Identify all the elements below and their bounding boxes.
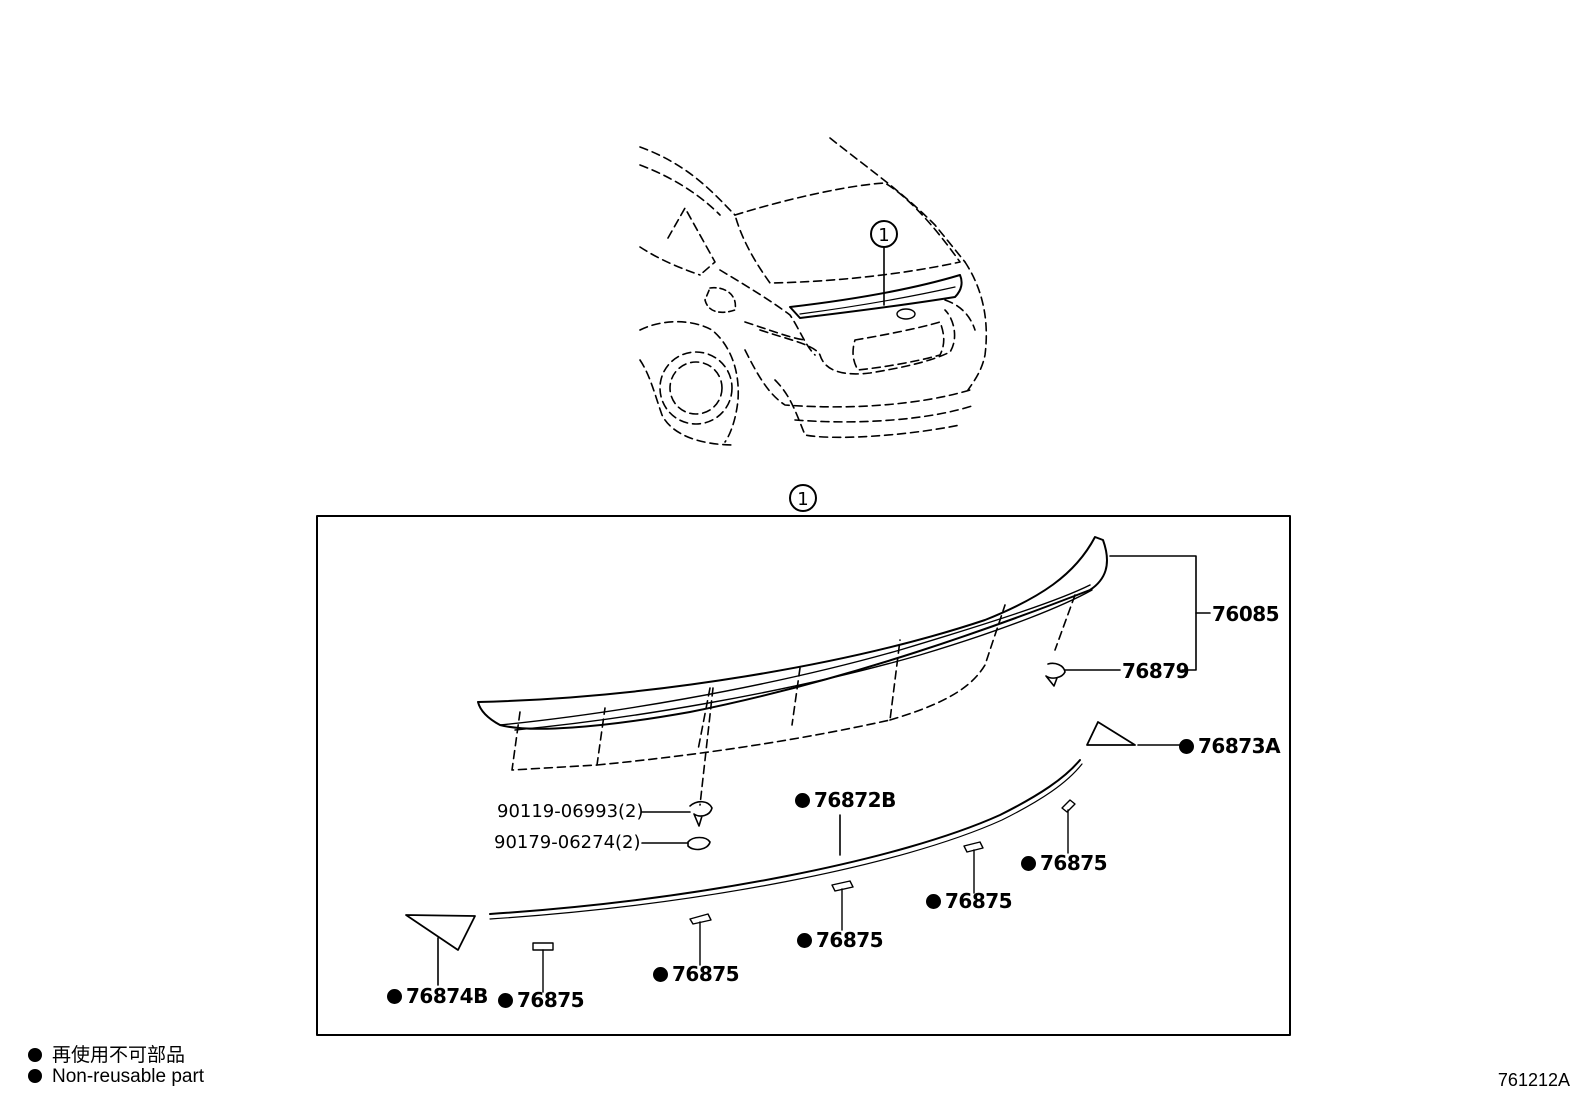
callout-1-car-label: 1 (878, 225, 890, 246)
triangle-76873A (1086, 721, 1181, 746)
part-label-76875-b[interactable]: 76875 (653, 964, 740, 984)
part-label-76879[interactable]: 76879 (1122, 659, 1190, 683)
clips-76875 (532, 799, 1076, 993)
callout-1-detail: 1 (789, 484, 817, 512)
part-label-76874B[interactable]: 76874B (387, 986, 488, 1006)
part-label-76875-d[interactable]: 76875 (926, 891, 1013, 911)
part-label-76872B[interactable]: 76872B (795, 790, 896, 810)
non-reusable-dot-icon (28, 1069, 42, 1083)
part-label-76873A[interactable]: 76873A (1179, 736, 1281, 756)
non-reusable-dot-icon (28, 1048, 42, 1062)
fasteners-9011x (641, 800, 713, 851)
non-reusable-dot-icon (498, 993, 513, 1008)
non-reusable-dot-icon (926, 894, 941, 909)
non-reusable-dot-icon (797, 933, 812, 948)
car-rear-illustration (639, 137, 988, 446)
part-label-90119-06993[interactable]: 90119-06993(2) (497, 801, 644, 822)
part-label-76875-a[interactable]: 76875 (498, 990, 585, 1010)
detail-frame (316, 515, 1291, 1036)
legend-japanese: 再使用不可部品 (28, 1040, 185, 1067)
legend-english: Non-reusable part (28, 1066, 204, 1088)
non-reusable-dot-icon (1021, 856, 1036, 871)
part-label-90179-06274[interactable]: 90179-06274(2) (494, 832, 641, 853)
callout-1-car: 1 (870, 220, 898, 248)
non-reusable-dot-icon (387, 989, 402, 1004)
non-reusable-dot-icon (795, 793, 810, 808)
part-label-76085[interactable]: 76085 (1212, 602, 1280, 626)
spoiler-76085 (477, 536, 1211, 806)
triangle-76874B (405, 914, 476, 986)
non-reusable-dot-icon (1179, 739, 1194, 754)
moulding-76872B (489, 759, 1083, 920)
diagram-reference-code: 761212A (1497, 1070, 1570, 1090)
part-label-76875-c[interactable]: 76875 (797, 930, 884, 950)
callout-1-detail-label: 1 (797, 489, 809, 510)
part-label-76875-e[interactable]: 76875 (1021, 853, 1108, 873)
non-reusable-dot-icon (653, 967, 668, 982)
